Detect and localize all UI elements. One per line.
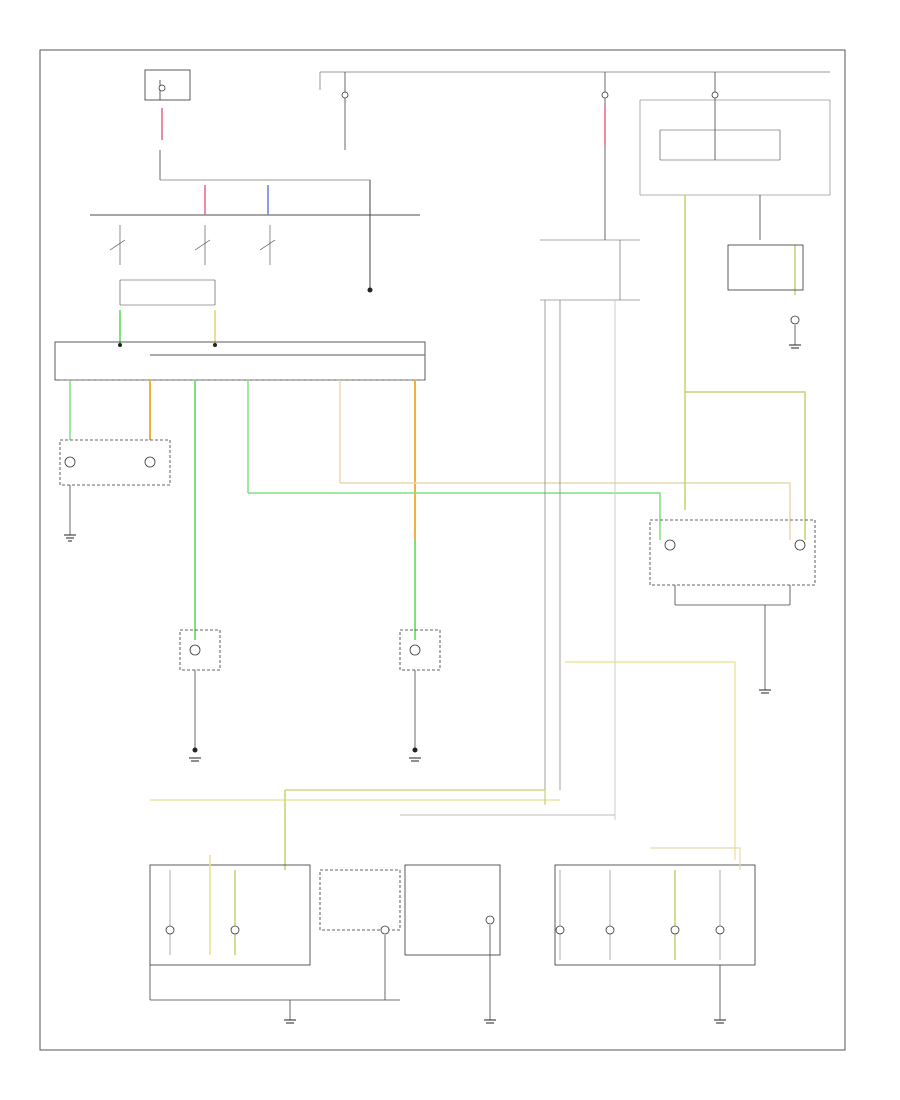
bottom-left-module bbox=[149, 855, 311, 1000]
wire-tan-bottom-right bbox=[650, 847, 741, 870]
ground-right-top bbox=[789, 344, 801, 349]
ground-lamp-right-center bbox=[409, 747, 421, 762]
wire-olive-crossover bbox=[285, 789, 546, 805]
ground-right-module bbox=[759, 689, 771, 694]
bottom-left-sub bbox=[319, 869, 401, 1000]
left-lamp-assembly bbox=[59, 439, 171, 535]
top-power-bus bbox=[319, 71, 831, 196]
bottom-right-module bbox=[554, 864, 756, 1020]
wire-olive-horizontal bbox=[685, 391, 806, 540]
lamp-right-center bbox=[399, 629, 441, 750]
left-junction-connector bbox=[54, 341, 426, 381]
ground-lamp-left-center bbox=[189, 747, 201, 762]
fuse-center bbox=[341, 72, 349, 150]
wire-tan-long bbox=[340, 482, 791, 540]
fuse-right-b bbox=[659, 72, 781, 161]
right-tail-lamp-connector bbox=[727, 195, 804, 345]
headlamp-switch-module bbox=[90, 150, 420, 306]
wire-green-long bbox=[248, 492, 661, 540]
bottom-center-module bbox=[404, 864, 501, 1020]
lamp-left-center bbox=[179, 629, 221, 750]
diagram-frame bbox=[39, 49, 846, 1051]
right-relay-module bbox=[540, 155, 640, 301]
wire-yellow-crossover bbox=[565, 661, 736, 860]
ground-left-lamp bbox=[64, 534, 76, 542]
ground-bottom-left bbox=[284, 1019, 296, 1024]
right-lamp-module bbox=[649, 519, 816, 690]
ground-bottom-right bbox=[714, 1019, 726, 1024]
ground-bottom-center bbox=[484, 1019, 496, 1024]
fuse-box-left bbox=[144, 69, 191, 101]
